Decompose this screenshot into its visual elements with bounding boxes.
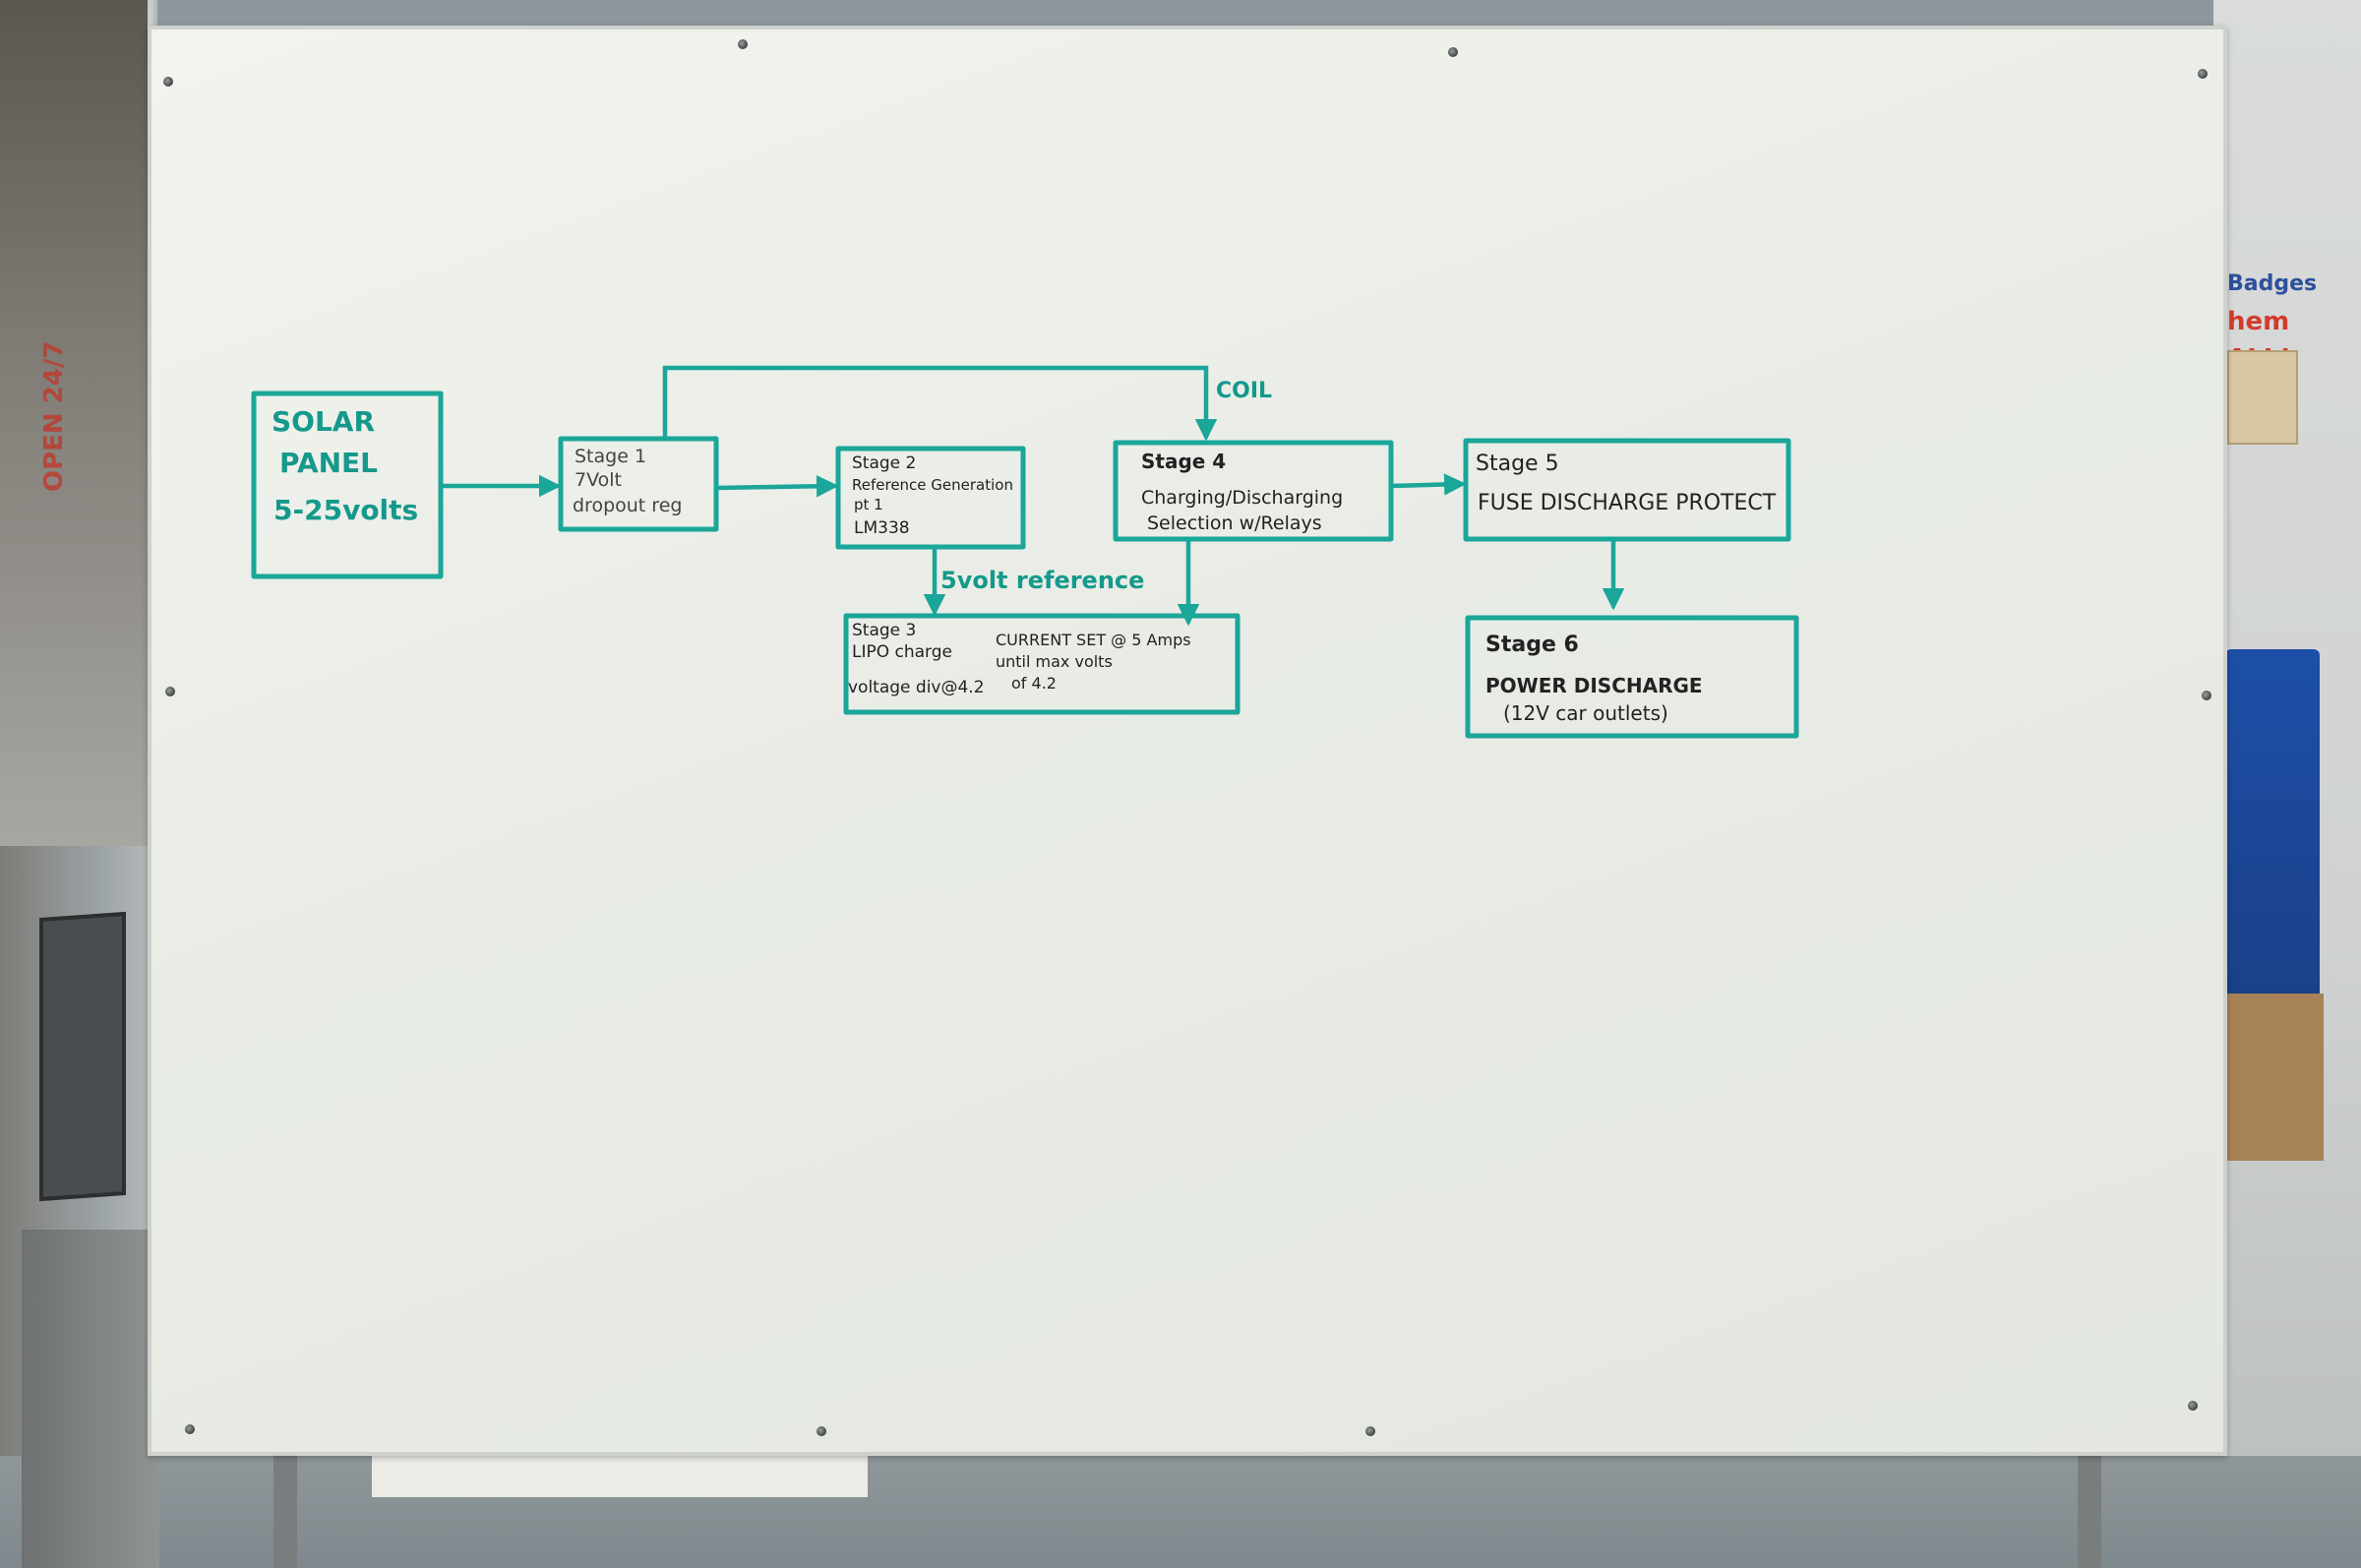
coil-label: COIL bbox=[1216, 379, 1272, 403]
arrow-stage4-to-stage5 bbox=[1388, 473, 1467, 496]
stage2-title: Stage 2 bbox=[852, 453, 916, 473]
stand-leg-right bbox=[2078, 1446, 2101, 1568]
stage3-note1: CURRENT SET @ 5 Amps bbox=[996, 631, 1191, 649]
cardboard-box bbox=[2225, 994, 2324, 1161]
stage1-line2: 7Volt bbox=[575, 469, 622, 491]
stage1-line3: dropout reg bbox=[573, 495, 682, 516]
paper-strip bbox=[372, 1454, 868, 1497]
screw bbox=[2198, 69, 2208, 79]
solar-line2: PANEL bbox=[279, 447, 378, 479]
stage3-note3: of 4.2 bbox=[1011, 674, 1057, 693]
stage4-line3: Selection w/Relays bbox=[1147, 513, 1322, 534]
trash-bin bbox=[22, 1230, 159, 1568]
arrow-stage1-to-stage2 bbox=[713, 475, 839, 498]
screw bbox=[2202, 691, 2211, 700]
stage1-title: Stage 1 bbox=[575, 446, 646, 467]
screw bbox=[163, 77, 173, 87]
stage3-line2: LIPO charge bbox=[852, 642, 952, 662]
stage2-line4: LM338 bbox=[854, 518, 910, 538]
stage6-box bbox=[1465, 615, 1799, 739]
screw bbox=[817, 1426, 826, 1436]
solar-line1: SOLAR bbox=[272, 405, 375, 438]
stage2-box bbox=[835, 446, 1026, 550]
stage5-line2: FUSE DISCHARGE PROTECT bbox=[1478, 491, 1777, 515]
screw bbox=[1448, 47, 1458, 57]
stage5-title: Stage 5 bbox=[1476, 452, 1559, 476]
stand-leg-left bbox=[273, 1446, 297, 1568]
screw bbox=[1365, 1426, 1375, 1436]
stage6-line2: POWER DISCHARGE bbox=[1485, 674, 1703, 697]
arrow-coil-loop bbox=[662, 365, 1218, 442]
screw bbox=[165, 687, 175, 696]
screw bbox=[738, 39, 748, 49]
screw bbox=[2188, 1401, 2198, 1411]
stage3-line3: voltage div@4.2 bbox=[848, 678, 985, 697]
stage3-box bbox=[843, 613, 1241, 715]
stage3-note2: until max volts bbox=[996, 652, 1113, 671]
stage4-title: Stage 4 bbox=[1141, 450, 1226, 473]
stage4-line2: Charging/Discharging bbox=[1141, 487, 1343, 509]
whiteboard bbox=[148, 26, 2227, 1456]
reference-label: 5volt reference bbox=[940, 567, 1144, 594]
stage4-box bbox=[1113, 440, 1394, 542]
badge-panel bbox=[2227, 350, 2298, 445]
stage2-line2: Reference Generation bbox=[852, 476, 1013, 494]
badges-sign-line1: Badges bbox=[2227, 271, 2318, 296]
stage6-line3: (12V car outlets) bbox=[1503, 701, 1668, 725]
stage6-title: Stage 6 bbox=[1485, 633, 1579, 657]
screw bbox=[185, 1424, 195, 1434]
stage3-title: Stage 3 bbox=[852, 621, 916, 640]
stage2-line3: pt 1 bbox=[854, 496, 883, 513]
recycling-bin bbox=[2225, 649, 2320, 1023]
solar-line3: 5-25volts bbox=[273, 494, 418, 526]
